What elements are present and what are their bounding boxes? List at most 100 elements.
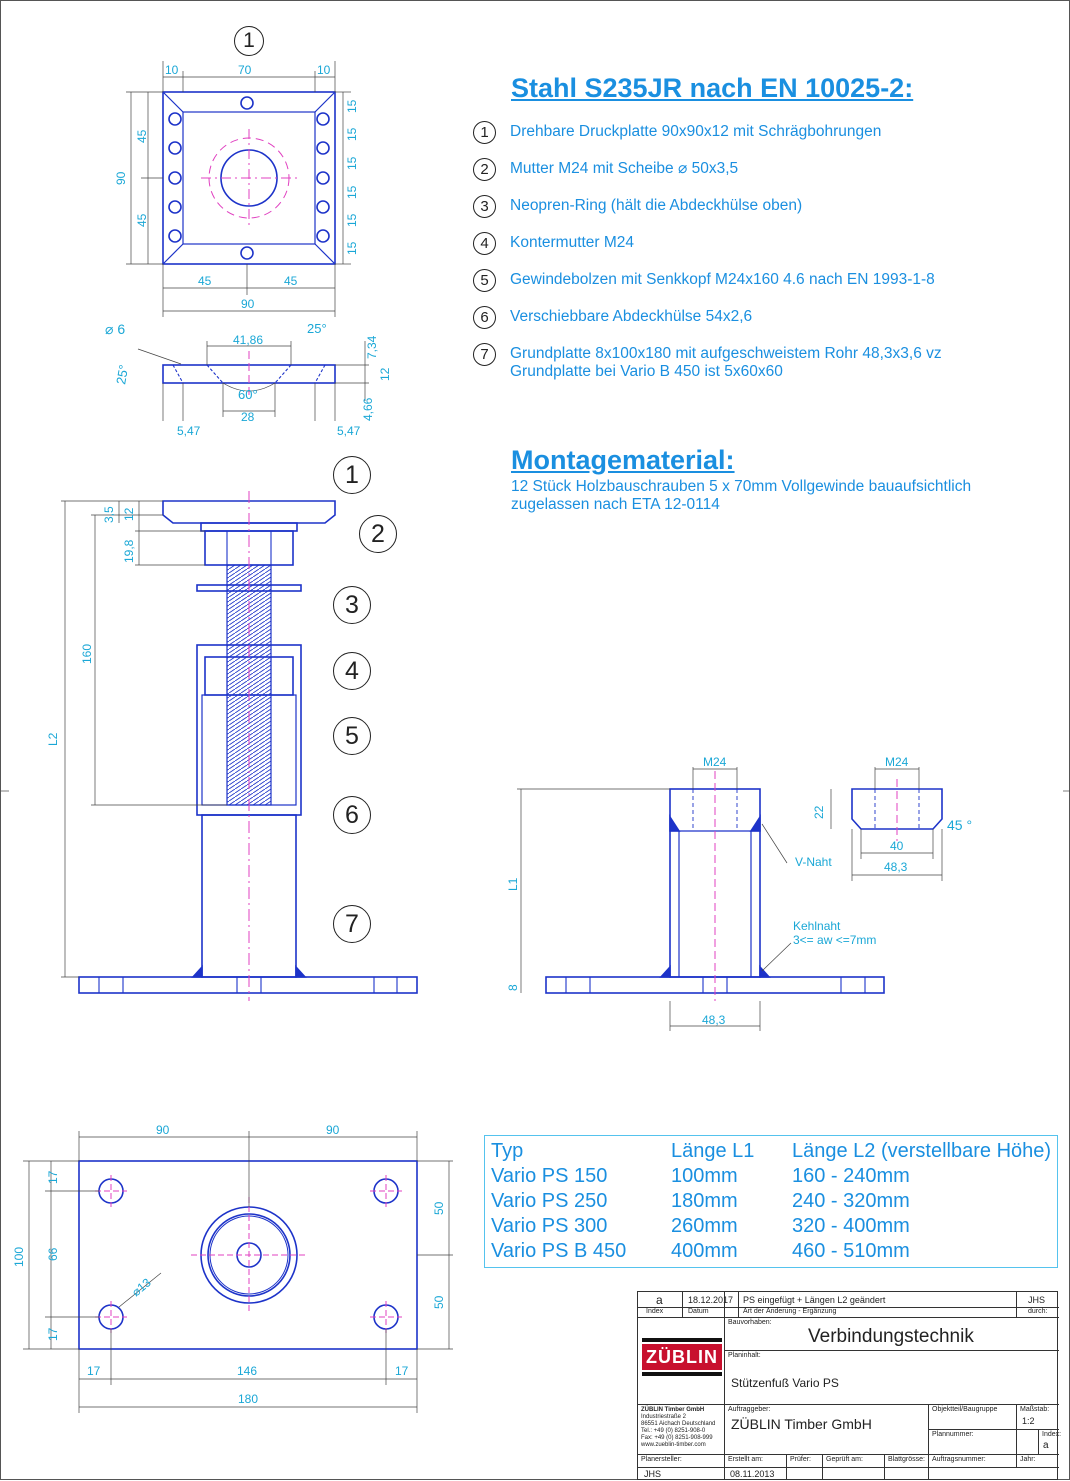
company-line: www.zueblin-timber.com — [641, 1442, 706, 1448]
plate-section-view — [162, 351, 336, 397]
dim-top-70: 70 — [238, 63, 252, 77]
cell-l1: 260mm — [671, 1215, 738, 1237]
rev-by: JHS — [1028, 1295, 1046, 1305]
dim-base-50b: 50 — [432, 1295, 446, 1309]
lbl-auftraggeber: Auftraggeber: — [728, 1406, 771, 1413]
montage-heading: Montagematerial: — [511, 445, 735, 475]
part-number: 2 — [473, 158, 496, 181]
dim-top-45b: 45 — [135, 213, 149, 227]
dim-phi6: ⌀ 6 — [105, 321, 125, 337]
part-number: 7 — [473, 343, 496, 366]
callout-4: 4 — [333, 652, 371, 690]
cell-l2: 460 - 510mm — [792, 1240, 910, 1262]
lbl-auftragsnr: Auftragsnummer: — [932, 1456, 986, 1463]
table-row: Vario PS 300 260mm 320 - 400mm — [491, 1215, 1061, 1240]
part-text: Mutter M24 mit Scheibe ⌀ 50x3,5 — [510, 160, 739, 177]
part-number: 6 — [473, 306, 496, 329]
dim-35: 3,5 — [102, 506, 116, 523]
parts-list-item: 6 Verschiebbare Abdeckhülse 54x2,6 — [473, 304, 1063, 341]
dim-4186: 41,86 — [233, 333, 263, 347]
table-row: Vario PS 250 180mm 240 - 320mm — [491, 1190, 1061, 1215]
assembly-elevation — [78, 491, 418, 1001]
lbl-datum: Datum — [688, 1308, 709, 1315]
part-number: 1 — [473, 121, 496, 144]
part-number: 5 — [473, 269, 496, 292]
lbl-bauvorhaben: Bauvorhaben: — [728, 1319, 772, 1326]
dim-547a: 5,47 — [177, 424, 201, 438]
dim-base-90a: 90 — [156, 1123, 170, 1137]
montage-line-2: zugelassen nach ETA 12-0114 — [511, 496, 720, 513]
lbl-planinhalt: Planinhalt: — [728, 1352, 761, 1359]
dim-L2: L2 — [46, 732, 60, 746]
base-plate-view — [78, 1160, 418, 1350]
dim-40: 40 — [890, 839, 904, 853]
company-name: ZÜBLIN Timber GmbH — [641, 1407, 705, 1413]
company-line: Industriestraße 2 — [641, 1414, 687, 1420]
company-address: ZÜBLIN Timber GmbH Industriestraße 2 865… — [641, 1407, 715, 1449]
dim-22: 22 — [812, 805, 826, 819]
callout-6: 6 — [333, 796, 371, 834]
table-row: Vario PS B 450 400mm 460 - 510mm — [491, 1240, 1061, 1265]
dim-top-10b: 10 — [317, 63, 331, 77]
dim-base-17c: 17 — [87, 1364, 101, 1378]
dim-734: 7,34 — [365, 335, 379, 359]
dim-466: 4,66 — [361, 397, 375, 421]
lbl-massstab: Maßstab: — [1020, 1406, 1050, 1413]
dim-top-15-4: 15 — [345, 185, 359, 199]
dim-483a: 48,3 — [884, 860, 908, 874]
lbl-geprueft: Geprüft am: — [826, 1456, 863, 1463]
cell-typ: Vario PS B 450 — [491, 1240, 627, 1262]
type-table-header: Typ Länge L1 Länge L2 (verstellbare Höhe… — [491, 1140, 1061, 1165]
lbl-blatt: Blattgrösse: — [888, 1456, 925, 1463]
part-number: 4 — [473, 232, 496, 255]
dim-base-66: 66 — [46, 1247, 60, 1261]
dim-m24b: M24 — [885, 755, 909, 769]
dim-28: 28 — [241, 410, 255, 424]
dim-bottom-90: 90 — [241, 297, 255, 311]
dim-12-elev: 12 — [122, 507, 136, 521]
dim-base-17b: 17 — [46, 1327, 60, 1341]
lbl-durch: durch: — [1028, 1308, 1048, 1315]
bauvorhaben: Verbindungstechnik — [808, 1326, 974, 1347]
erstellt: 08.11.2013 — [730, 1469, 775, 1479]
dim-8: 8 — [506, 984, 520, 991]
part-text: Neopren-Ring (hält die Abdeckhülse oben) — [510, 197, 803, 214]
cell-l2: 160 - 240mm — [792, 1165, 910, 1187]
dim-bottom-45a: 45 — [198, 274, 212, 288]
company-line: 86551 Aichach Deutschland — [641, 1421, 716, 1427]
cell-typ: Vario PS 150 — [491, 1165, 608, 1187]
parts-list-item: 2 Mutter M24 mit Scheibe ⌀ 50x3,5 — [473, 156, 1063, 193]
callout-1: 1 — [333, 456, 371, 494]
montage-text: 12 Stück Holzbauschrauben 5 x 70mm Vollg… — [511, 478, 1051, 514]
dim-12: 12 — [378, 367, 392, 381]
weld-detail-view — [545, 771, 943, 1001]
dim-base-100: 100 — [12, 1247, 26, 1267]
part-text: Verschiebbare Abdeckhülse 54x2,6 — [510, 308, 753, 325]
title-block: a 18.12.2017 PS eingefügt + Längen L2 ge… — [637, 1291, 1061, 1480]
material-heading: Stahl S235JR nach EN 10025-2: — [511, 73, 914, 103]
massstab: 1:2 — [1022, 1416, 1035, 1426]
cell-typ: Vario PS 300 — [491, 1215, 608, 1237]
callout-5: 5 — [333, 717, 371, 755]
dim-top-90: 90 — [114, 171, 128, 185]
dim-top-15-2: 15 — [345, 127, 359, 141]
dim-base-50a: 50 — [432, 1201, 446, 1215]
cell-l1: 180mm — [671, 1190, 738, 1212]
dim-45deg: 45 ° — [947, 817, 972, 833]
part-text: Kontermutter M24 — [510, 234, 635, 251]
dim-top-15-1: 15 — [345, 99, 359, 113]
col-l1: Länge L1 — [671, 1140, 755, 1162]
part-text: Gewindebolzen mit Senkkopf M24x160 4.6 n… — [510, 271, 935, 288]
lbl-aenderung: Art der Änderung - Ergänzung — [743, 1308, 837, 1315]
dim-L1: L1 — [506, 877, 520, 891]
zueblin-logo: ZÜBLIN — [642, 1344, 722, 1370]
label-kehlnaht-range: 3<= aw <=7mm — [793, 933, 876, 947]
dim-base-17a: 17 — [46, 1170, 60, 1184]
dim-top-15-6: 15 — [345, 241, 359, 255]
dim-top-45a: 45 — [135, 129, 149, 143]
